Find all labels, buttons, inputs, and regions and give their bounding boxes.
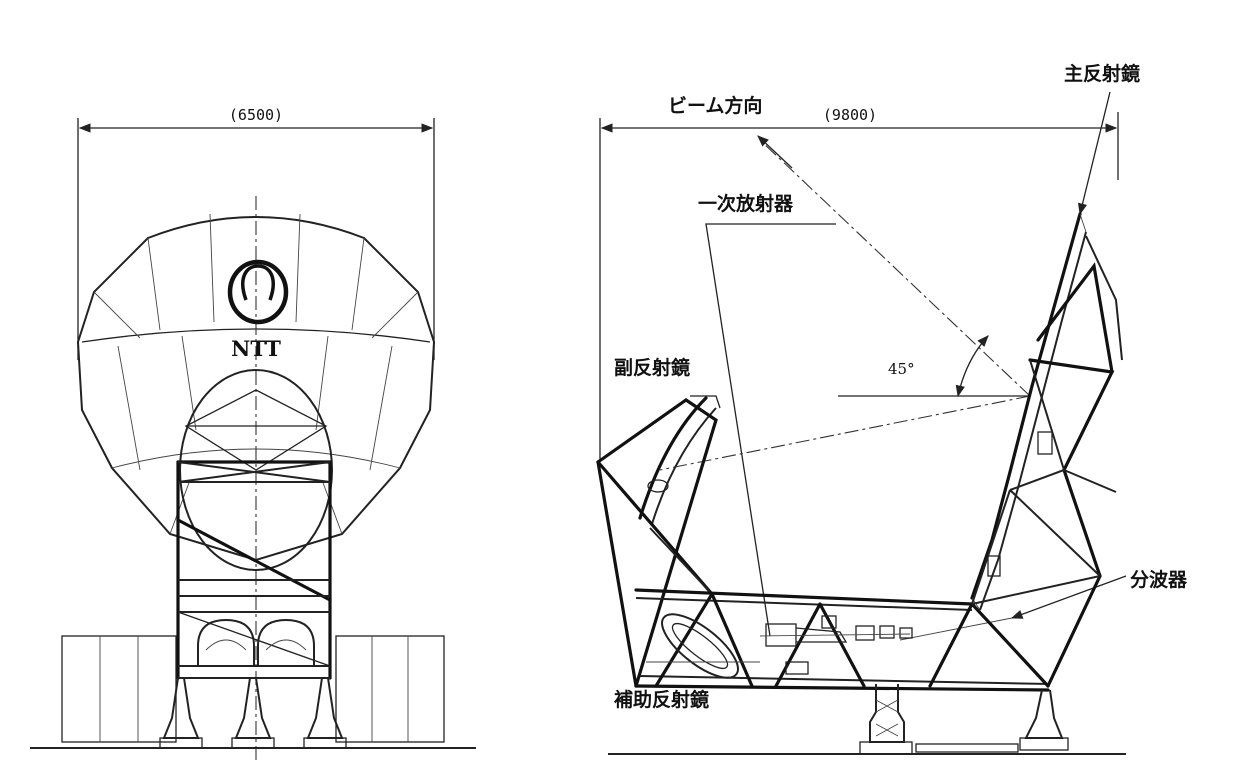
- label-auxiliary-reflector: 補助反射鏡: [613, 688, 709, 711]
- label-splitter: 分波器: [1130, 568, 1188, 591]
- label-main-reflector: 主反射鏡: [1064, 62, 1140, 85]
- front-width-dimension: (6500): [77, 106, 435, 360]
- main-reflector: [970, 212, 1123, 611]
- front-view: (6500) NTT: [30, 106, 476, 760]
- beam-direction-line: [759, 139, 1031, 397]
- front-dish: [76, 196, 436, 760]
- label-primary-radiator: 一次放射器: [698, 192, 794, 215]
- front-width-label: (6500): [229, 106, 283, 124]
- leader-splitter: [1010, 575, 1127, 619]
- leader-main-reflector: [1077, 91, 1111, 216]
- beam-angle-arc: [955, 335, 989, 398]
- auxiliary-reflector: [646, 613, 760, 679]
- side-view: (9800) ビーム方向 主反射鏡 一次放射器 副反射鏡 分波器 補助反射鏡 4…: [596, 62, 1188, 755]
- beam-angle-label: 45°: [888, 360, 915, 378]
- leader-primary-radiator: [705, 223, 836, 637]
- front-subreflector: [179, 369, 333, 571]
- label-sub-reflector: 副反射鏡: [614, 356, 690, 379]
- ntt-logo: NTT: [227, 259, 289, 361]
- side-support-frame: [596, 398, 1102, 692]
- front-foundations: [30, 677, 476, 749]
- label-beam-direction: ビーム方向: [668, 94, 762, 117]
- side-width-dimension: (9800): [599, 106, 1119, 460]
- feed-equipment: [759, 615, 913, 675]
- ntt-logo-text: NTT: [231, 336, 281, 361]
- front-tower: [176, 460, 332, 680]
- side-foundations: [608, 684, 1126, 755]
- side-width-label: (9800): [823, 106, 877, 124]
